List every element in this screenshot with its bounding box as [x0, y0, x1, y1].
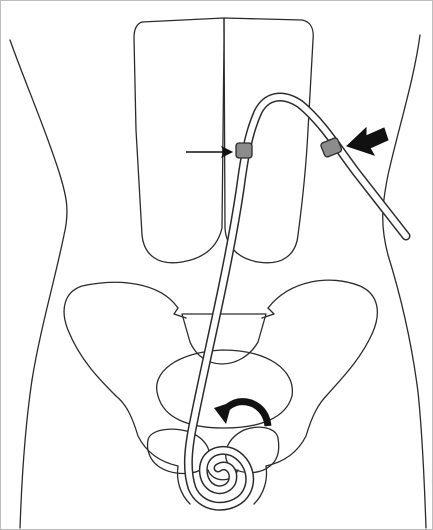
deep-cuff [236, 143, 252, 158]
